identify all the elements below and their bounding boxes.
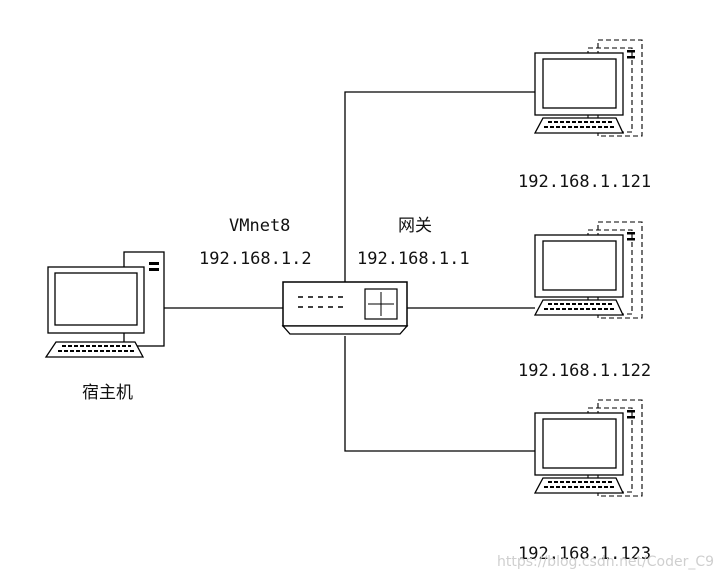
client-ip-2: 192.168.1.122 (518, 361, 651, 381)
connections (164, 91, 585, 452)
host-computer-icon (44, 251, 165, 358)
gateway-ip: 192.168.1.1 (357, 249, 470, 269)
watermark: https://blog.csdn.net/Coder_C9 (497, 554, 714, 570)
host-label: 宿主机 (82, 383, 133, 403)
client-computer-icon-1 (533, 39, 643, 137)
client-computer-icon-2 (533, 221, 643, 319)
client-ip-1: 192.168.1.121 (518, 172, 651, 192)
gateway-label: 网关 (398, 216, 432, 236)
switch-to-client-3-link (344, 336, 585, 452)
vmnet-ip: 192.168.1.2 (199, 249, 312, 269)
switch-icon (281, 281, 409, 335)
switch-to-client-1-link (344, 91, 535, 282)
client-ip-3: 192.168.1.123 (518, 544, 651, 564)
client-computer-icon-3 (533, 399, 643, 497)
vmnet-name: VMnet8 (229, 216, 290, 236)
